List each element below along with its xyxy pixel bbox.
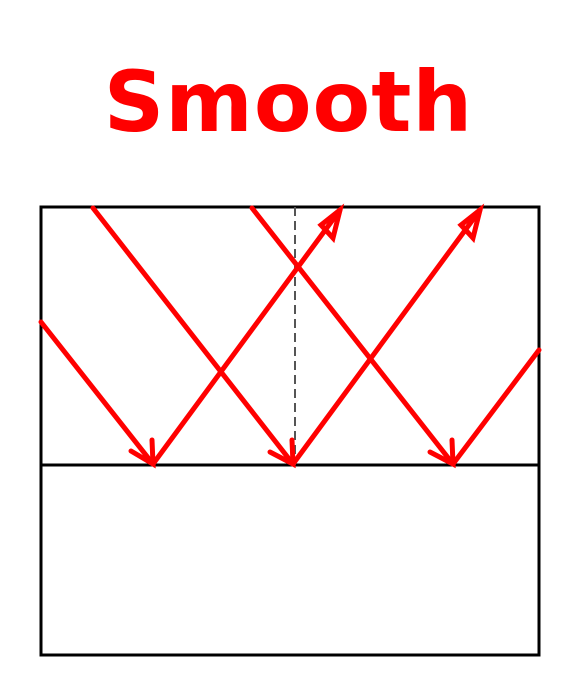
upper-medium-box	[39, 205, 541, 467]
incident-ray-1	[38, 319, 156, 467]
incident-ray-2-arrowhead	[267, 437, 296, 469]
reflected-ray-3	[450, 347, 542, 467]
reflected-ray-1-arrowhead	[317, 203, 345, 244]
reflected-ray-1	[150, 207, 343, 467]
incident-ray-2	[90, 205, 296, 467]
reflected-ray-2	[290, 207, 483, 467]
incident-ray-3-arrowhead	[427, 437, 456, 469]
lower-medium-box	[39, 463, 541, 657]
diagram-title: Smooth	[103, 53, 474, 151]
incident-ray-3	[249, 205, 456, 467]
incident-ray-1-arrowhead	[128, 437, 156, 469]
reflected-ray-2-arrowhead	[457, 203, 485, 244]
